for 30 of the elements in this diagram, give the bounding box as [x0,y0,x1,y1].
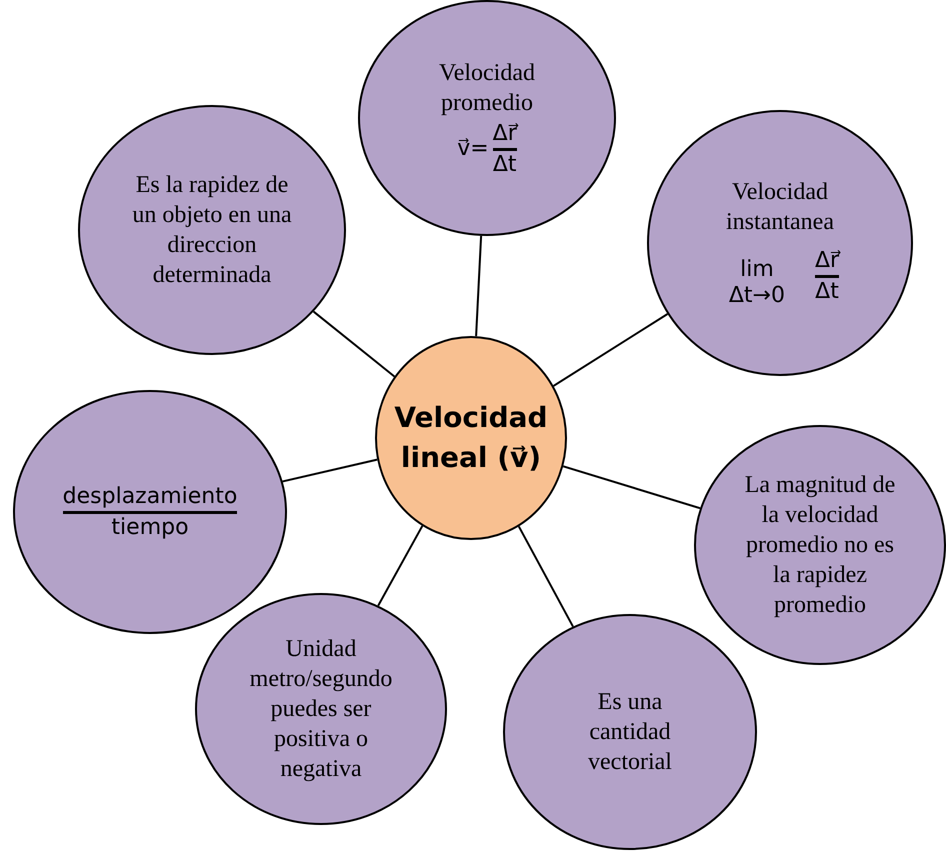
node-text: Es la rapidez de un objeto en una direccion determinada [131,171,293,290]
formula-text: tiempo [111,514,189,542]
connector-line [475,236,482,336]
formula-text: Δt [492,150,517,178]
connector-line [553,313,668,387]
concept-circle [13,390,287,634]
formula-text: Δt [815,278,839,306]
connector-line [562,465,700,510]
connector-line [282,458,378,482]
node-text: Es una cantidad vectorial [587,688,673,777]
concept-circle [647,110,913,376]
concept-circle [694,425,946,665]
node-text: Velocidad instantanea [725,178,835,237]
node-text: La magnitud de la velocidad promedio no es la rapidez promedio [744,471,896,620]
concept-circle [358,0,616,236]
connector-line [377,525,424,606]
connector-line [312,310,396,378]
concept-circle [78,105,346,355]
node-text: Unidad metro/segundo puedes ser positiva o negativa [248,635,394,784]
formula-text: Δr⃗ [814,246,840,274]
central-circle [375,336,567,540]
concept-circle [195,593,447,825]
formula-text: lim Δt→0 [728,257,786,309]
node-text: Velocidad promedio [438,58,536,118]
formula-text: desplazamiento [62,482,238,510]
formula-text: v⃗= [457,135,489,163]
connector-line [518,526,574,628]
concept-circle [503,614,757,850]
formula-text: Δr⃗ [492,120,517,148]
node-title: Velocidad lineal (v⃗) [393,400,549,476]
